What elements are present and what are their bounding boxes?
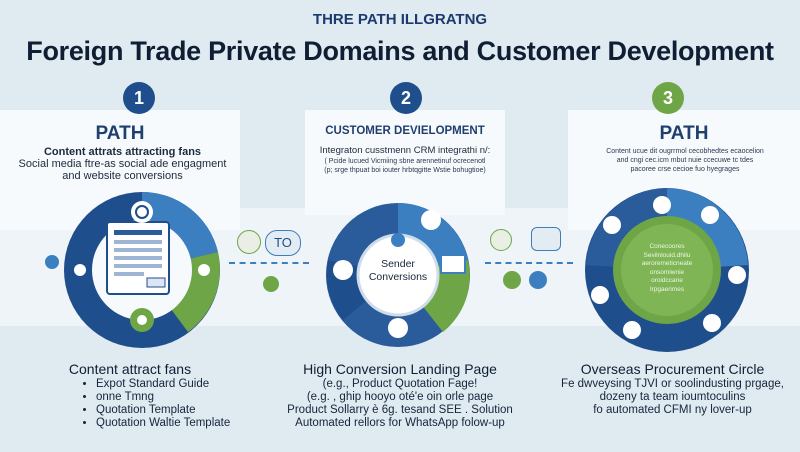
step-1-text: Content attrats attracting fans Social m… (10, 146, 235, 182)
bottom-col-1-heading: Content attract fans (68, 361, 192, 377)
bottom-col-3-line-1: Fe dwveysing TJVI or soolindusting prgag… (561, 378, 784, 390)
connector-1-dot-a (237, 230, 261, 254)
step-2-subtitle: Integraton cusstmenn CRM integrathi n/: (319, 145, 491, 156)
step-1-title: PATH (95, 123, 145, 144)
circle-diagram-2 (326, 203, 470, 347)
bottom-col-2-line-2: (e.g. , ghip hooyo oté'e oin orle page (306, 391, 494, 403)
bottom-col-2-heading: High Conversion Landing Page (303, 361, 497, 377)
step-3-small: Content ucue dit ougrrmol cecobhedtes ec… (580, 147, 790, 174)
center-3-line-6: Irpgaerimes (649, 285, 685, 293)
page-title: Foreign Trade Private Domains and Custom… (26, 36, 774, 66)
step-2-small: ( Pcide lucued Vicmiing sbne arennetinuf… (310, 157, 500, 175)
panel-path-2 (305, 110, 505, 215)
center-2-line-1: Sender (381, 258, 415, 270)
bottom-col-1-item-1: Expot Standard Guide (96, 378, 262, 391)
center-3-line-1: Conecoores (649, 243, 685, 250)
step-2-small-1: ( Pcide lucued Vicmiing sbne arennetinuf… (324, 158, 486, 165)
connector-2 (485, 225, 580, 295)
icon-mid-1-left (45, 255, 59, 269)
circle-diagram-1 (64, 191, 220, 348)
to-label: TO (265, 230, 301, 256)
bottom-col-2-text: (e.g., Product Quotation Fage! (e.g. , g… (255, 378, 545, 430)
bottom-col-1-item-2: onne Tmng (96, 391, 262, 404)
step-2-center-text: Sender Conversions (358, 258, 438, 284)
bottom-col-3-text: Fe dwveysing TJVI or soolindusting prgag… (545, 378, 800, 417)
bottom-col-1-item-4: Quotation Waltie Template (96, 417, 262, 430)
center-3-line-3: aeroremeticneate (641, 260, 693, 267)
step-1-line-1: Content attrats attracting fans (43, 146, 202, 158)
step-2-small-2: (p; srge thpuat boi iouter hrbtqgitte Ws… (324, 167, 486, 174)
step-2-title: CUSTOMER DEVIELOPMENT (325, 125, 485, 137)
step-3-small-3: pacoree crse cecioe fuo hyegrages (630, 166, 740, 173)
center-2-line-2: Conversions (368, 271, 428, 283)
kicker-title: THRE PATH ILLGRATNG (312, 11, 488, 28)
bottom-col-2-line-1: (e.g., Product Quotation Fage! (322, 378, 478, 390)
center-3-line-4: onsomiwnie (649, 268, 685, 276)
bottom-col-2-line-4: Automated rellors for WhatsApp folow-up (295, 417, 505, 429)
step-1-line-3: and website conversions (62, 170, 183, 182)
bottom-col-2-line-3: Product Sollarry è 6g. tesand SEE . Solu… (287, 404, 513, 416)
bottom-col-3-heading: Overseas Procurement Circle (580, 361, 765, 377)
connector-1-dot-b (263, 276, 279, 292)
bottom-col-1-item-3: Quotation Template (96, 404, 262, 417)
step-number-2: 2 (390, 82, 422, 114)
step-3-small-1: Content ucue dit ougrrmol cecobhedtes ec… (606, 148, 764, 155)
arrow-right (485, 262, 573, 264)
bottom-col-3-line-2: dozeny ta team ioumtoculins (599, 391, 746, 403)
step-number-1: 1 (123, 82, 155, 114)
bottom-col-3-line-3: fo automated CFMI ny lover-up (593, 404, 752, 416)
step-3-center-text: Conecoores Sevilnlouid.dhilu aeroremetic… (627, 243, 707, 294)
center-3-line-5: oroidccane (651, 277, 683, 284)
connector-2-dot-b (503, 271, 521, 289)
connector-1: TO (225, 228, 315, 292)
step-3-title: PATH (659, 123, 709, 144)
step-number-3: 3 (652, 82, 684, 114)
connector-2-dot-a (490, 229, 512, 251)
connector-2-card (531, 227, 561, 251)
center-3-line-2: Sevilnlouid.dhilu (643, 251, 691, 259)
circle-diagram-3 (585, 188, 749, 352)
connector-2-dot-c (529, 271, 547, 289)
step-3-small-2: and cngi cec.icm mbut nuie ccecuwe tc td… (616, 157, 754, 164)
arrow-left (229, 262, 309, 264)
bottom-col-1-list: Expot Standard Guide onne Tmng Quotation… (82, 378, 262, 430)
step-1-line-2: Social media ftre-as social ade engagmen… (18, 158, 227, 170)
